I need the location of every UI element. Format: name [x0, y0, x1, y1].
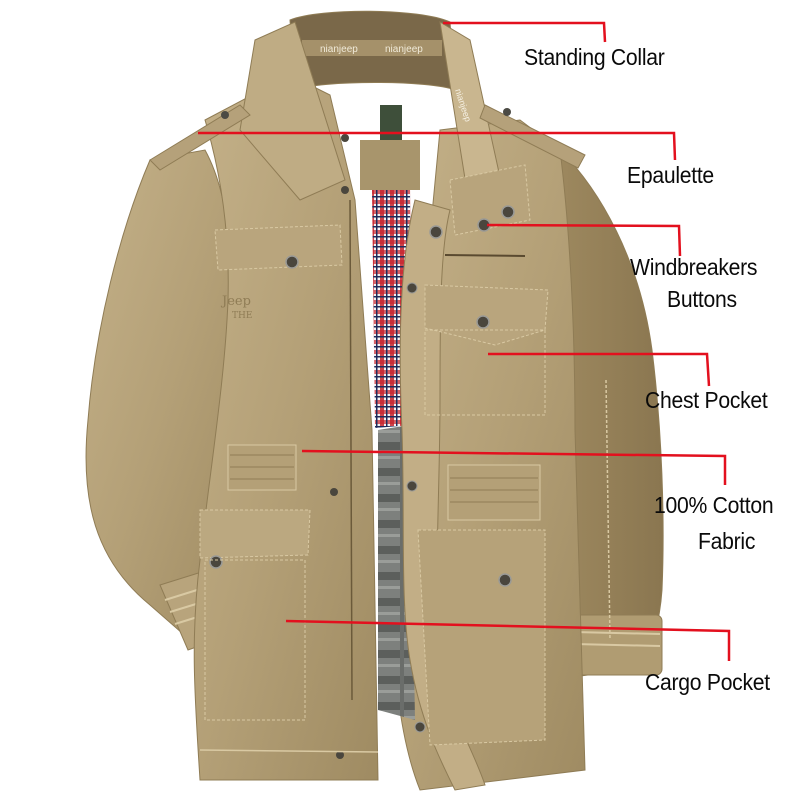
- standing-collar-label: Standing Collar: [524, 44, 665, 70]
- chest-pocket-label: Chest Pocket: [645, 387, 768, 413]
- epaulette-line: [198, 131, 677, 161]
- cotton-fabric-label-line1: 100% Cotton: [654, 492, 774, 518]
- collar-brand-text-2: nianjeep: [385, 44, 423, 55]
- windbreakers-buttons-line: [486, 223, 682, 257]
- collar-brand-text-1: nianjeep: [320, 44, 358, 55]
- chest-embroidery-2: THE: [232, 311, 252, 321]
- left-cargo-pocket: [204, 559, 306, 721]
- right-cargo-pocket: [417, 529, 546, 746]
- windbreakers-label-line1: Windbreakers: [630, 254, 758, 280]
- windbreaker-button-2: [501, 205, 515, 219]
- cotton-fabric-label-line2: Fabric: [698, 528, 756, 554]
- cargo-pocket-label: Cargo Pocket: [645, 669, 770, 695]
- cargo-pocket-line: [285, 619, 731, 661]
- cotton-fabric-line: [301, 449, 727, 485]
- left-epaulette: [149, 104, 251, 171]
- annotation-lines: [198, 21, 731, 661]
- left-cargo-pocket-flap: [199, 509, 311, 559]
- chest-pocket-line: [488, 352, 711, 387]
- chest-embroidery-1: Jeep: [220, 294, 251, 309]
- left-chest-flap: [214, 224, 343, 271]
- zip-placket: [399, 199, 486, 791]
- chest-pocket-button: [476, 315, 490, 329]
- chest-pocket: [424, 329, 546, 416]
- windbreakers-label-line2: Buttons: [667, 286, 737, 312]
- standing-collar-line: [443, 21, 607, 43]
- right-epaulette: [479, 104, 586, 169]
- left-chest-button: [285, 255, 299, 269]
- inner-label: [380, 105, 402, 150]
- epaulette-label: Epaulette: [627, 162, 714, 188]
